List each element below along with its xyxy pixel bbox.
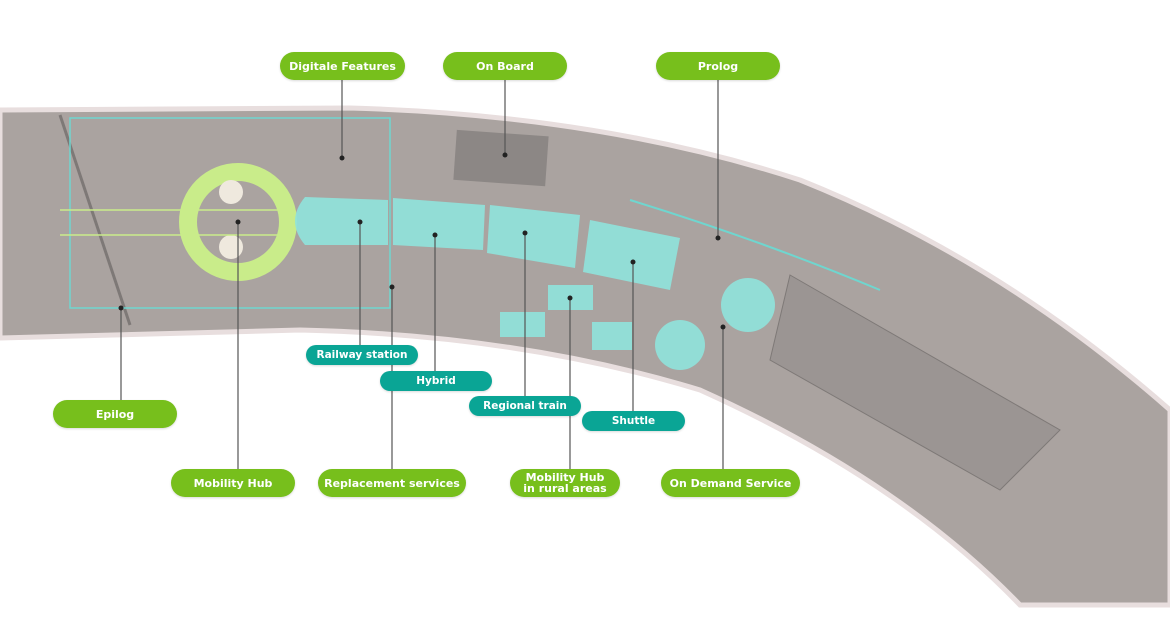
label-mobility-hub-rural[interactable]: Mobility Hub in rural areas	[510, 469, 620, 497]
label-hybrid[interactable]: Hybrid	[380, 371, 492, 391]
label-regional-train[interactable]: Regional train	[469, 396, 581, 416]
on-demand-zone	[721, 278, 775, 332]
table	[219, 180, 243, 204]
label-epilog[interactable]: Epilog	[53, 400, 177, 428]
on-demand-platform	[769, 274, 1061, 491]
inner-wall	[58, 114, 132, 326]
label-mobility-hub[interactable]: Mobility Hub	[171, 469, 295, 497]
label-replacement-services[interactable]: Replacement services	[318, 469, 466, 497]
shuttle-car	[583, 220, 680, 290]
label-digitale-features[interactable]: Digitale Features	[280, 52, 405, 80]
label-shuttle[interactable]: Shuttle	[582, 411, 685, 431]
label-on-board[interactable]: On Board	[443, 52, 567, 80]
railway-station-car	[295, 197, 388, 245]
hybrid-car	[393, 198, 485, 250]
digital-zone	[69, 117, 391, 309]
floor-outline	[0, 105, 1170, 608]
regional-train-car	[487, 205, 580, 268]
label-railway-station[interactable]: Railway station	[306, 345, 418, 365]
on-board-block	[453, 129, 549, 187]
leader-lines	[120, 80, 724, 469]
label-on-demand-service[interactable]: On Demand Service	[661, 469, 800, 497]
label-prolog[interactable]: Prolog	[656, 52, 780, 80]
table	[219, 235, 243, 259]
